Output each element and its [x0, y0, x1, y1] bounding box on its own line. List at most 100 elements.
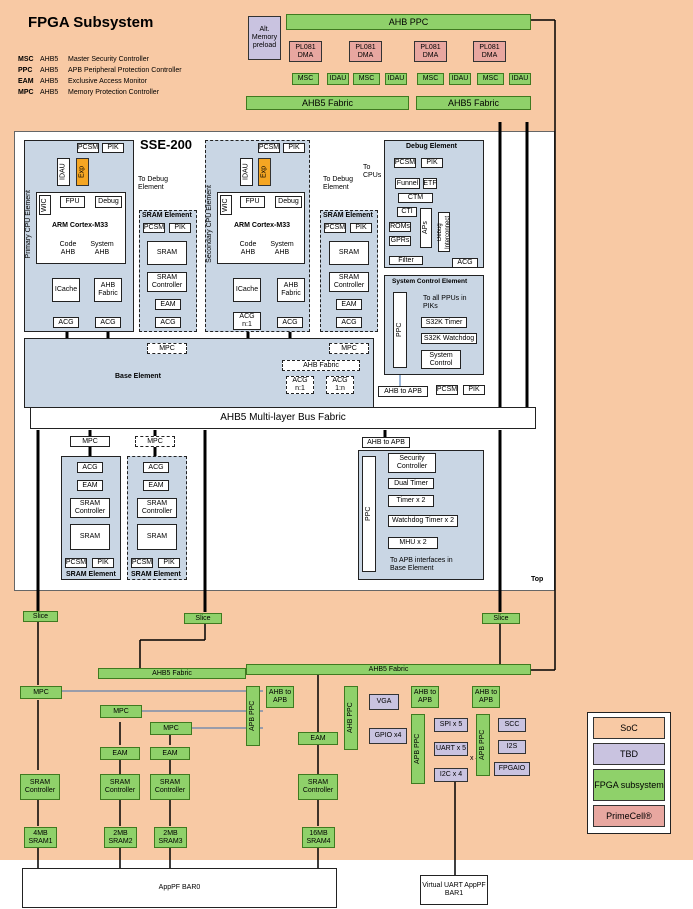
to-ppus: To all PPUs in PIKs: [423, 295, 467, 310]
slice-3: Slice: [482, 613, 520, 624]
ppc-lower: PPC: [362, 456, 376, 572]
ahb-to-apb-sysctrl: AHB to APB: [378, 386, 428, 397]
legend-abbr-mpc: MPC: [18, 89, 34, 96]
acg-sram1: ACG: [155, 317, 181, 328]
acg-secondary-2: ACG: [277, 317, 303, 328]
sram-1: SRAM: [147, 241, 187, 265]
fpu-primary: FPU: [60, 196, 85, 208]
legend-bus-eam: AHB5: [40, 78, 59, 85]
ahb5-fabric-top-right: AHB5 Fabric: [416, 96, 531, 110]
msc-1: MSC: [292, 73, 319, 85]
pik-sram4: PIK: [158, 558, 180, 568]
i2s: I2S: [498, 740, 526, 754]
icache-primary: ICache: [52, 278, 80, 302]
pcsm-debug: PCSM: [394, 158, 416, 168]
msc-3: MSC: [417, 73, 444, 85]
eam-1: EAM: [155, 299, 181, 310]
to-cpus-label: To CPUs: [363, 164, 382, 179]
ahb5-fabric-right: AHB5 Fabric: [246, 664, 531, 675]
dual-timer: Dual Timer: [388, 478, 434, 489]
dma-3: PL081 DMA: [414, 41, 447, 62]
legend-abbr-eam: EAM: [18, 78, 34, 85]
pcsm-sram2: PCSM: [324, 223, 346, 233]
mhu-x2: MHU x 2: [388, 537, 438, 549]
acg-primary-1: ACG: [53, 317, 79, 328]
bus-fabric: AHB5 Multi-layer Bus Fabric: [30, 407, 536, 429]
cortex-secondary-label: ARM Cortex-M33: [234, 222, 291, 229]
roms: ROMs: [389, 222, 411, 232]
top-label: Top: [531, 576, 544, 583]
pcsm-sram3: PCSM: [65, 558, 87, 568]
to-apb-interfaces: To APB interfaces in Base Element: [390, 557, 453, 572]
exp-primary: Exp: [76, 158, 89, 186]
etf: ETF: [423, 178, 437, 189]
to-debug-secondary: To Debug Element: [323, 176, 353, 191]
pcsm-base: PCSM: [436, 385, 458, 395]
scc: SCC: [498, 718, 526, 732]
ahb-ppc-b: AHB PPC: [344, 686, 358, 750]
aps: APs: [420, 208, 432, 248]
ahb-fabric-base: AHB Fabric: [282, 360, 360, 371]
legend-desc-msc: Master Security Controller: [68, 56, 149, 63]
fpu-secondary: FPU: [240, 196, 265, 208]
eam-4: EAM: [143, 480, 169, 491]
icache-secondary: ICache: [233, 278, 261, 302]
ahb-fabric-secondary: AHB Fabric: [277, 278, 305, 302]
dma-4: PL081 DMA: [473, 41, 506, 62]
sram-4: SRAM: [137, 524, 177, 550]
apb-ppc-b1: APB PPC: [246, 686, 260, 746]
sram-ctrl-2: SRAM Controller: [329, 272, 369, 292]
primary-cpu-label: Primary CPU Element: [25, 190, 32, 259]
ahb-to-apb-b2: AHB to APB: [411, 686, 439, 708]
ahb-to-apb-lower: AHB to APB: [362, 437, 410, 448]
ahb5-fabric-left: AHB5 Fabric: [98, 668, 246, 679]
sram-element-4-label: SRAM Element: [131, 571, 181, 578]
system-ahb-secondary: System AHB: [270, 241, 294, 256]
pcsm-sram1: PCSM: [143, 223, 165, 233]
spi: SPI x 5: [434, 718, 468, 732]
legend-bus-ppc: AHB5: [40, 67, 59, 74]
to-debug-primary: To Debug Element: [138, 176, 168, 191]
i2c: I2C x 4: [434, 768, 468, 782]
sram3: 2MB SRAM3: [154, 827, 187, 848]
wic-primary: WIC: [39, 195, 51, 215]
s32k-watchdog: S32K Watchdog: [421, 333, 477, 344]
acg-n1-secondary: ACG n:1: [233, 312, 261, 330]
sram-ctrl-4: SRAM Controller: [137, 498, 177, 518]
pik-sram2: PIK: [350, 223, 372, 233]
ahb-to-apb-b3: AHB to APB: [472, 686, 500, 708]
idau-1: IDAU: [327, 73, 349, 85]
legend-bus-msc: AHB5: [40, 56, 59, 63]
legend-desc-ppc: APB Peripheral Protection Controller: [68, 67, 182, 74]
sys-ctrl-label: System Control Element: [392, 278, 468, 285]
x4-label: x 4: [470, 755, 480, 762]
sram-ctrl-b2: SRAM Controller: [100, 774, 140, 800]
pcsm-secondary: PCSM: [258, 143, 280, 153]
code-ahb-secondary: Code AHB: [239, 241, 257, 256]
security-controller: Security Controller: [388, 453, 436, 473]
system-control: System Control: [421, 350, 461, 369]
debug-secondary: Debug: [275, 196, 302, 208]
acg-primary-2: ACG: [95, 317, 121, 328]
fpga-title: FPGA Subsystem: [28, 14, 154, 31]
bar1: Virtual UART AppPF BAR1: [420, 875, 488, 905]
acg-sram2: ACG: [336, 317, 362, 328]
pik-primary: PIK: [102, 143, 124, 153]
sram-ctrl-b1: SRAM Controller: [20, 774, 60, 800]
exp-secondary: Exp: [258, 158, 271, 186]
base-element: [24, 338, 374, 408]
system-ahb-primary: System AHB: [90, 241, 114, 256]
legend-desc-eam: Exclusive Access Monitor: [68, 78, 147, 85]
sse-title: SSE-200: [140, 137, 193, 152]
idau-2: IDAU: [385, 73, 407, 85]
sram-element-2-label: SRAM Element: [323, 212, 373, 219]
sram-element-3-label: SRAM Element: [66, 571, 116, 578]
key-primecell: PrimeCell®: [593, 805, 665, 827]
pik-sram1: PIK: [169, 223, 191, 233]
ahb-fabric-primary: AHB Fabric: [94, 278, 122, 302]
alt-memory-preload: Alt. Memory preload: [248, 16, 281, 60]
cortex-primary-label: ARM Cortex-M33: [52, 222, 109, 229]
sram-ctrl-1: SRAM Controller: [147, 272, 187, 292]
timer-x2: Timer x 2: [388, 495, 434, 507]
sram1: 4MB SRAM1: [24, 827, 57, 848]
